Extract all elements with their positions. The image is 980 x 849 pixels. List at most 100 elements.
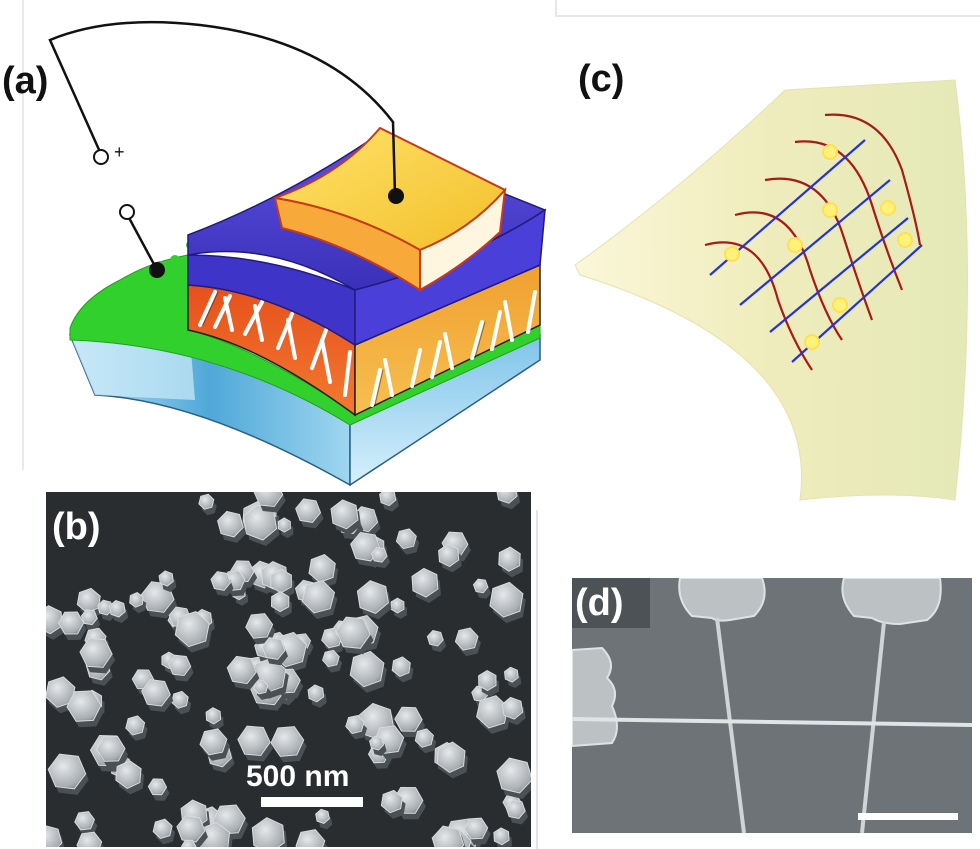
terminal-minus — [119, 204, 135, 220]
nanorod — [438, 543, 462, 573]
nanorod — [436, 741, 468, 779]
nanorod — [147, 778, 170, 801]
nanorod — [315, 808, 333, 830]
gold-electrode-side — [419, 186, 507, 292]
top-contact-dot — [388, 188, 404, 204]
nanorod — [199, 728, 230, 761]
nanorod — [181, 839, 197, 847]
scale-bar — [858, 813, 958, 820]
nanorod — [414, 728, 437, 754]
nanorod — [253, 492, 286, 513]
scale-bar — [261, 797, 363, 807]
frame-line — [536, 510, 538, 849]
panel-label-c: (c) — [578, 58, 625, 100]
bottom-contact-dot — [149, 262, 165, 278]
nanorod — [295, 829, 328, 847]
nanorod — [322, 649, 343, 673]
nanorod — [454, 627, 481, 657]
nanorod — [295, 498, 324, 529]
nanorod — [270, 726, 307, 763]
nanorod — [395, 528, 420, 555]
nanowire-horizontal — [572, 717, 972, 727]
nanorod — [390, 597, 407, 619]
nanowire-vertical — [715, 617, 746, 833]
nanorod — [505, 799, 529, 825]
nanorod — [391, 656, 414, 683]
nanorod — [226, 655, 260, 690]
nanorod-hexagons — [46, 492, 531, 847]
flexible-crossbar-sheet — [574, 79, 968, 501]
nanorod — [411, 567, 441, 603]
wire-bottom-electrode — [126, 215, 158, 269]
nanowires — [198, 290, 537, 407]
nanorod — [152, 818, 176, 845]
panel-label-b: (b) — [52, 506, 101, 548]
nanorod — [79, 637, 116, 674]
nanorod — [277, 517, 294, 538]
nanorod — [210, 571, 234, 597]
nanorod — [47, 753, 89, 795]
nanorod — [74, 811, 98, 836]
nanorod — [426, 630, 447, 652]
nanorod — [129, 592, 147, 614]
nanorod — [108, 600, 129, 623]
nanorod — [371, 546, 390, 569]
nanorod — [66, 690, 105, 728]
nanorod — [46, 605, 65, 640]
scale-bar-label: 500 nm — [246, 760, 350, 793]
nanorod — [261, 637, 288, 666]
terminal-plus — [93, 149, 109, 165]
nanorod — [496, 492, 520, 510]
nanorod — [217, 510, 247, 543]
nanorod — [493, 827, 512, 847]
nanorod — [335, 616, 374, 655]
nanowire-outlines — [202, 291, 486, 406]
nanorod — [198, 821, 233, 847]
nanorod — [330, 499, 361, 535]
nanorod — [496, 757, 531, 799]
frame-line — [555, 0, 557, 16]
nanorod — [498, 546, 524, 578]
nanorod — [503, 666, 522, 688]
panel-label-d-box — [572, 578, 650, 628]
panel-a: + (a) — [0, 0, 560, 490]
nanorod — [205, 707, 224, 730]
nanorod — [245, 613, 276, 645]
nanorod — [301, 580, 338, 619]
nanorod — [489, 581, 526, 624]
panel-b: (b) 500 nm — [46, 492, 531, 847]
nanorod — [115, 760, 145, 795]
frame-line — [555, 15, 980, 17]
nanorod — [464, 817, 491, 845]
nanorod — [356, 580, 392, 620]
nanorod — [345, 715, 367, 740]
electrode-pad — [678, 578, 766, 622]
nanorod — [380, 789, 406, 819]
nanorod — [125, 715, 148, 741]
device-schematic: + — [48, 20, 547, 487]
nanorod — [171, 690, 192, 715]
nanorod — [431, 825, 466, 847]
nanorod — [46, 825, 65, 847]
nanowire-vertical — [860, 621, 886, 833]
memristor-nodes — [724, 144, 913, 350]
nanorod — [308, 554, 339, 589]
panel-label-d: (d) — [575, 582, 624, 624]
nanorod — [237, 725, 274, 762]
nanorod — [242, 504, 280, 546]
electrode-pad — [841, 578, 942, 626]
nanorod — [253, 679, 271, 700]
nanorod — [478, 670, 499, 697]
nanorod — [251, 817, 288, 847]
electrode-pad — [572, 646, 618, 748]
nanorod — [168, 654, 194, 682]
nanorod — [57, 611, 87, 640]
red-wires — [704, 113, 922, 371]
wire-top-electrode — [48, 20, 397, 196]
curved-sheet — [574, 79, 968, 501]
nanorod — [472, 578, 491, 599]
sem-image — [46, 492, 531, 847]
nanorod — [379, 492, 399, 512]
panel-c: (c) — [560, 20, 980, 510]
nanorod — [80, 609, 101, 631]
